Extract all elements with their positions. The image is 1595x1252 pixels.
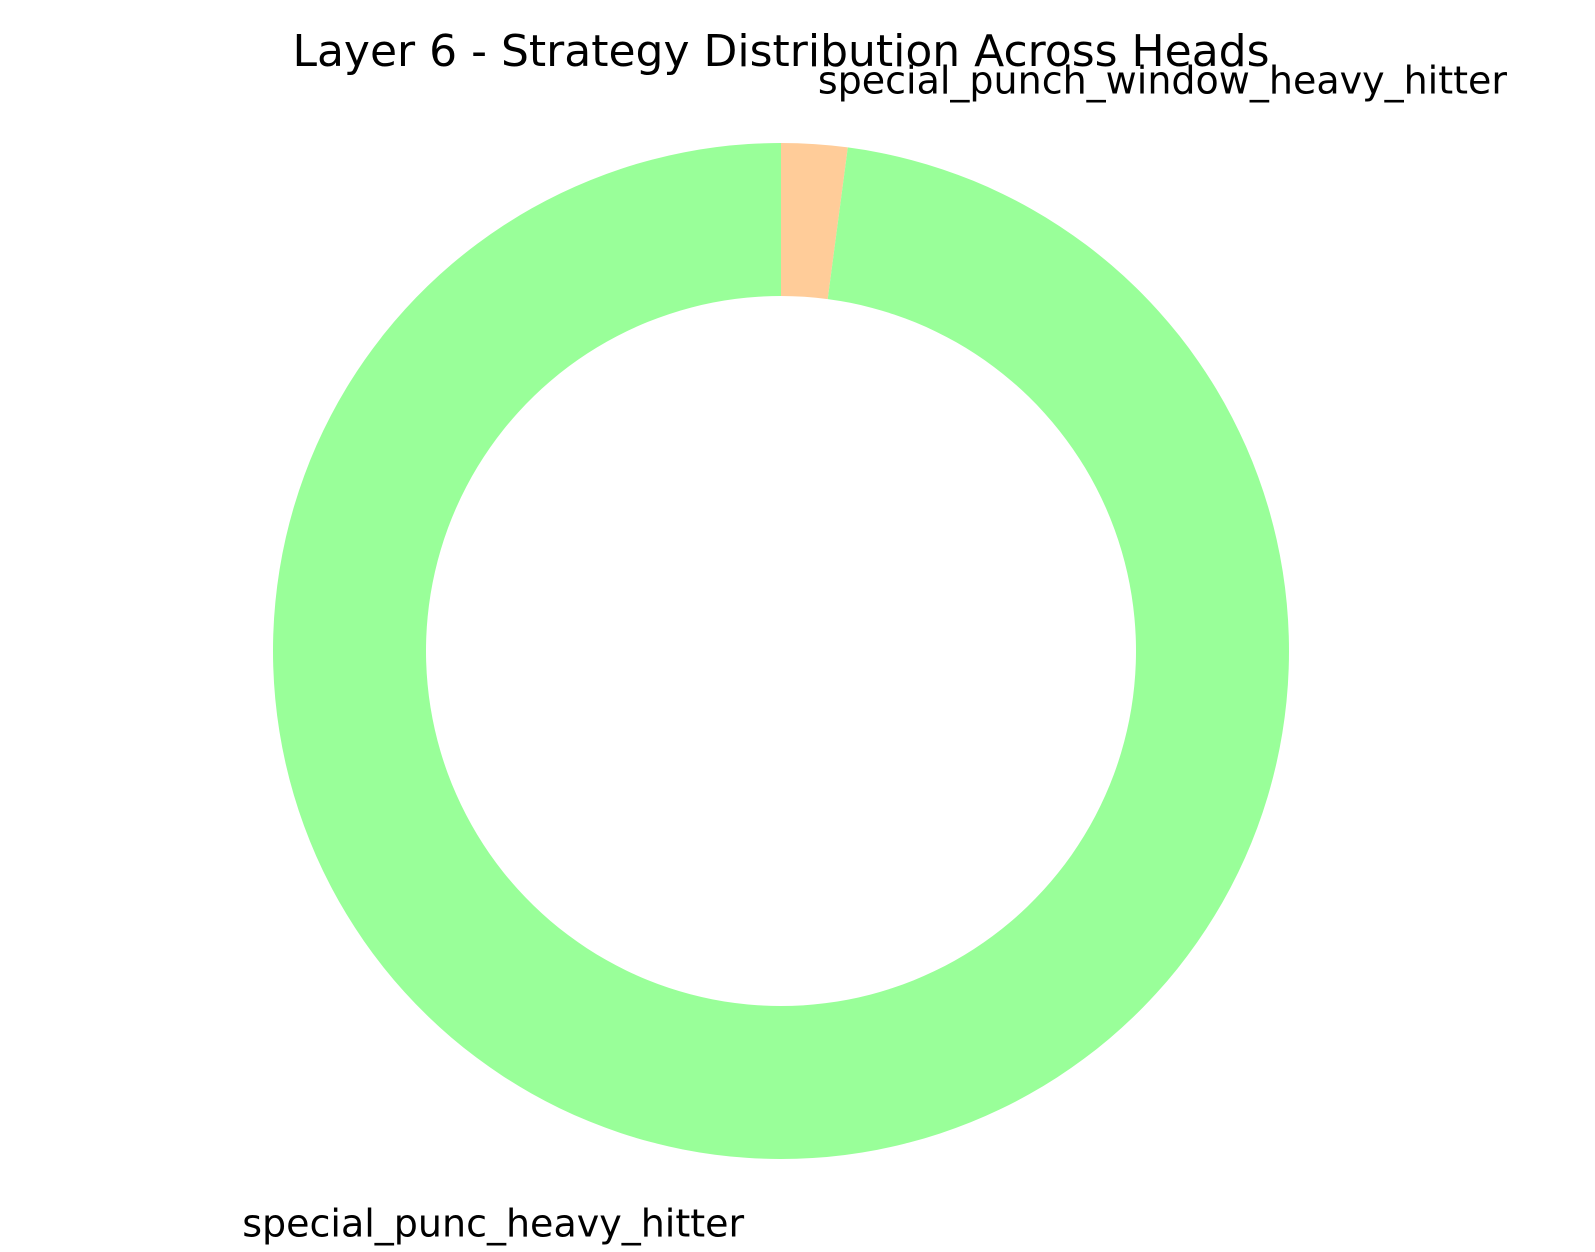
chart-title: Layer 6 - Strategy Distribution Across H… bbox=[292, 26, 1269, 77]
slice-special-punc-heavy-hitter bbox=[272, 143, 1289, 1160]
slice-label: special_punch_window_heavy_hitter bbox=[818, 58, 1508, 102]
donut-slices bbox=[272, 143, 1289, 1160]
slice-label: special_punc_heavy_hitter bbox=[242, 1202, 744, 1246]
slice-labels: special_punch_window_heavy_hitterspecial… bbox=[242, 58, 1507, 1245]
slice-special-punch-window-heavy-hitter bbox=[781, 143, 848, 300]
